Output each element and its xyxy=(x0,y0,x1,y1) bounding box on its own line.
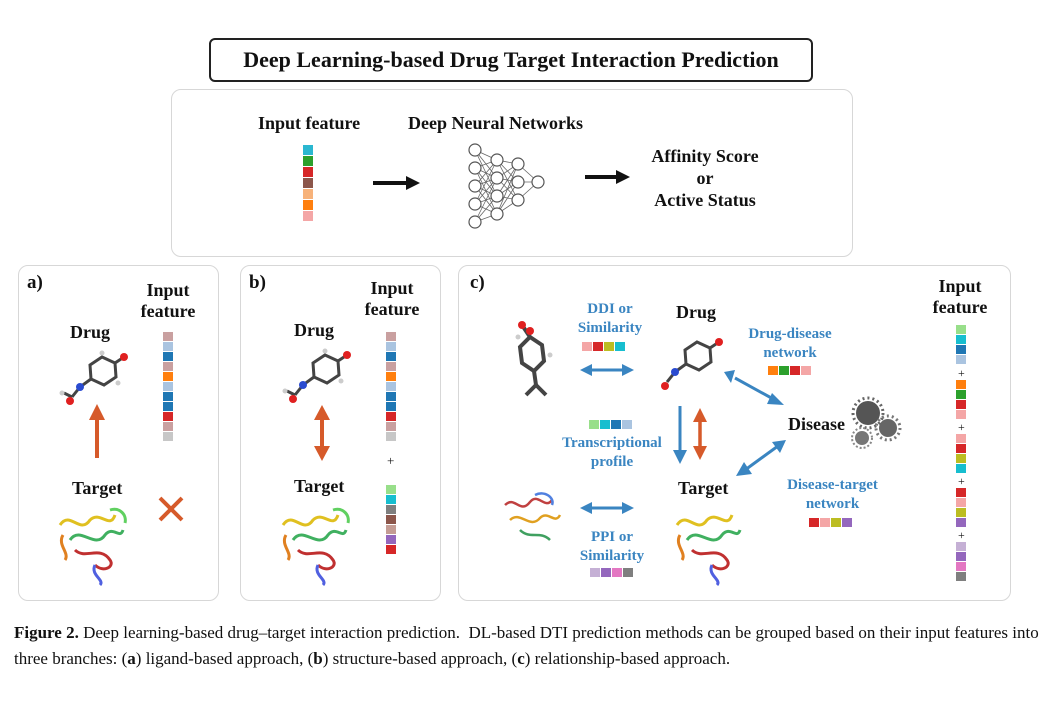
panel-c-plus: + xyxy=(958,366,965,380)
caption-figure-number: Figure 2. xyxy=(14,623,79,642)
arrow-up-icon xyxy=(89,404,105,458)
panel-c-plus: + xyxy=(958,420,965,434)
molecule-icon xyxy=(282,348,351,403)
disease-target-line-2: network xyxy=(805,496,860,512)
dnn-label: Deep Neural Networks xyxy=(408,113,583,133)
panel-b xyxy=(240,265,441,601)
disease-target-feature-bar xyxy=(809,518,852,527)
panel-c-feature-bar xyxy=(956,325,966,581)
transcriptional-line-1: Transcriptional xyxy=(562,435,662,451)
panel-b-letter: b) xyxy=(249,272,266,293)
panel-a-input-line-1: Input xyxy=(146,280,190,300)
panel-b-drug: Drug xyxy=(294,320,334,340)
panel-c xyxy=(458,265,1011,601)
arrow-right-icon xyxy=(373,176,420,190)
cross-icon xyxy=(158,496,184,522)
drug-disease-line-2: network xyxy=(763,345,817,361)
caption-a: a xyxy=(127,649,136,668)
panel-b-target: Target xyxy=(294,476,345,496)
drug-disease-line-1: Drug-disease xyxy=(748,326,832,342)
ppi-line-1: PPI or xyxy=(590,529,634,545)
panel-b-feature-bar-bottom xyxy=(386,485,396,554)
protein-icon xyxy=(675,514,742,587)
panel-c-input-line-2: feature xyxy=(932,297,988,317)
arrow-updown-icon xyxy=(693,408,707,460)
arrow-down-icon xyxy=(673,406,687,464)
disease-target-label: Disease-target network xyxy=(775,476,890,514)
panel-a-feature-bar xyxy=(163,332,173,441)
caption-text-4: ) relationship-based approach. xyxy=(524,649,731,668)
molecule-icon xyxy=(661,338,723,390)
panel-b-input-label: Input feature xyxy=(352,278,432,320)
molecule-icon xyxy=(515,321,553,397)
drug-disease-label: Drug-disease network xyxy=(735,325,845,363)
output-label: Affinity Score or Active Status xyxy=(630,145,780,211)
output-line-1: Affinity Score xyxy=(651,146,759,166)
caption-text-2: ) ligand-based approach, ( xyxy=(135,649,314,668)
diagram-title: Deep Learning-based Drug Target Interact… xyxy=(209,38,813,82)
panel-c-disease: Disease xyxy=(788,414,845,434)
arrow-right-icon xyxy=(585,170,630,184)
transcriptional-label: Transcriptional profile xyxy=(552,434,672,472)
ppi-feature-bar xyxy=(590,568,633,577)
caption-text-3: ) structure-based approach, ( xyxy=(322,649,518,668)
arrow-updown-icon xyxy=(314,405,330,461)
transcriptional-feature-bar xyxy=(589,420,632,429)
arrow-diagonal-icon xyxy=(736,440,786,476)
ddi-line-2: Similarity xyxy=(577,320,643,336)
ddi-label: DDI or Similarity xyxy=(560,300,660,338)
arrow-diagonal-icon xyxy=(724,370,784,405)
caption-b: b xyxy=(313,649,323,668)
panel-a-input-line-2: feature xyxy=(140,301,196,321)
caption-c: c xyxy=(517,649,525,668)
figure-caption: Figure 2. Deep learning-based drug–targe… xyxy=(14,620,1044,672)
caption-text-1: Deep learning-based drug–target interact… xyxy=(14,623,1043,668)
protein-icon xyxy=(504,492,562,541)
panel-c-plus: + xyxy=(958,528,965,542)
panel-b-input-line-2: feature xyxy=(364,299,420,319)
protein-icon xyxy=(281,507,350,587)
drug-disease-feature-bar xyxy=(768,366,811,375)
panel-c-letter: c) xyxy=(470,272,485,293)
output-line-2: or xyxy=(696,168,714,188)
neural-network-icon xyxy=(468,143,545,229)
panel-c-input-label: Input feature xyxy=(920,276,1000,318)
arrow-leftright-icon xyxy=(580,364,634,376)
panel-b-input-line-1: Input xyxy=(370,278,414,298)
panel-a-target: Target xyxy=(72,478,123,498)
ddi-line-1: DDI or xyxy=(587,301,633,317)
output-line-3: Active Status xyxy=(654,190,756,210)
diagram-title-text: Deep Learning-based Drug Target Interact… xyxy=(243,47,779,72)
top-input-label: Input feature xyxy=(258,113,361,133)
panel-a-drug: Drug xyxy=(70,322,110,342)
ddi-feature-bar xyxy=(582,342,625,351)
transcriptional-line-2: profile xyxy=(590,454,634,470)
panel-c-plus: + xyxy=(958,474,965,488)
virus-icon xyxy=(851,396,902,449)
disease-target-line-1: Disease-target xyxy=(787,477,878,493)
panel-b-feature-bar-top xyxy=(386,332,396,441)
panel-a-input-label: Input feature xyxy=(128,280,208,322)
panel-b-plus: + xyxy=(387,453,395,468)
panel-c-drug: Drug xyxy=(676,302,716,322)
ppi-line-2: Similarity xyxy=(579,548,645,564)
panel-a-letter: a) xyxy=(27,272,43,293)
molecule-icon xyxy=(59,350,128,405)
arrow-leftright-icon xyxy=(580,502,634,514)
protein-icon xyxy=(58,507,127,587)
top-feature-bar xyxy=(303,145,313,221)
panel-c-target: Target xyxy=(678,478,729,498)
panel-c-input-line-1: Input xyxy=(938,276,982,296)
ppi-label: PPI or Similarity xyxy=(562,528,662,566)
panel-a xyxy=(18,265,219,601)
